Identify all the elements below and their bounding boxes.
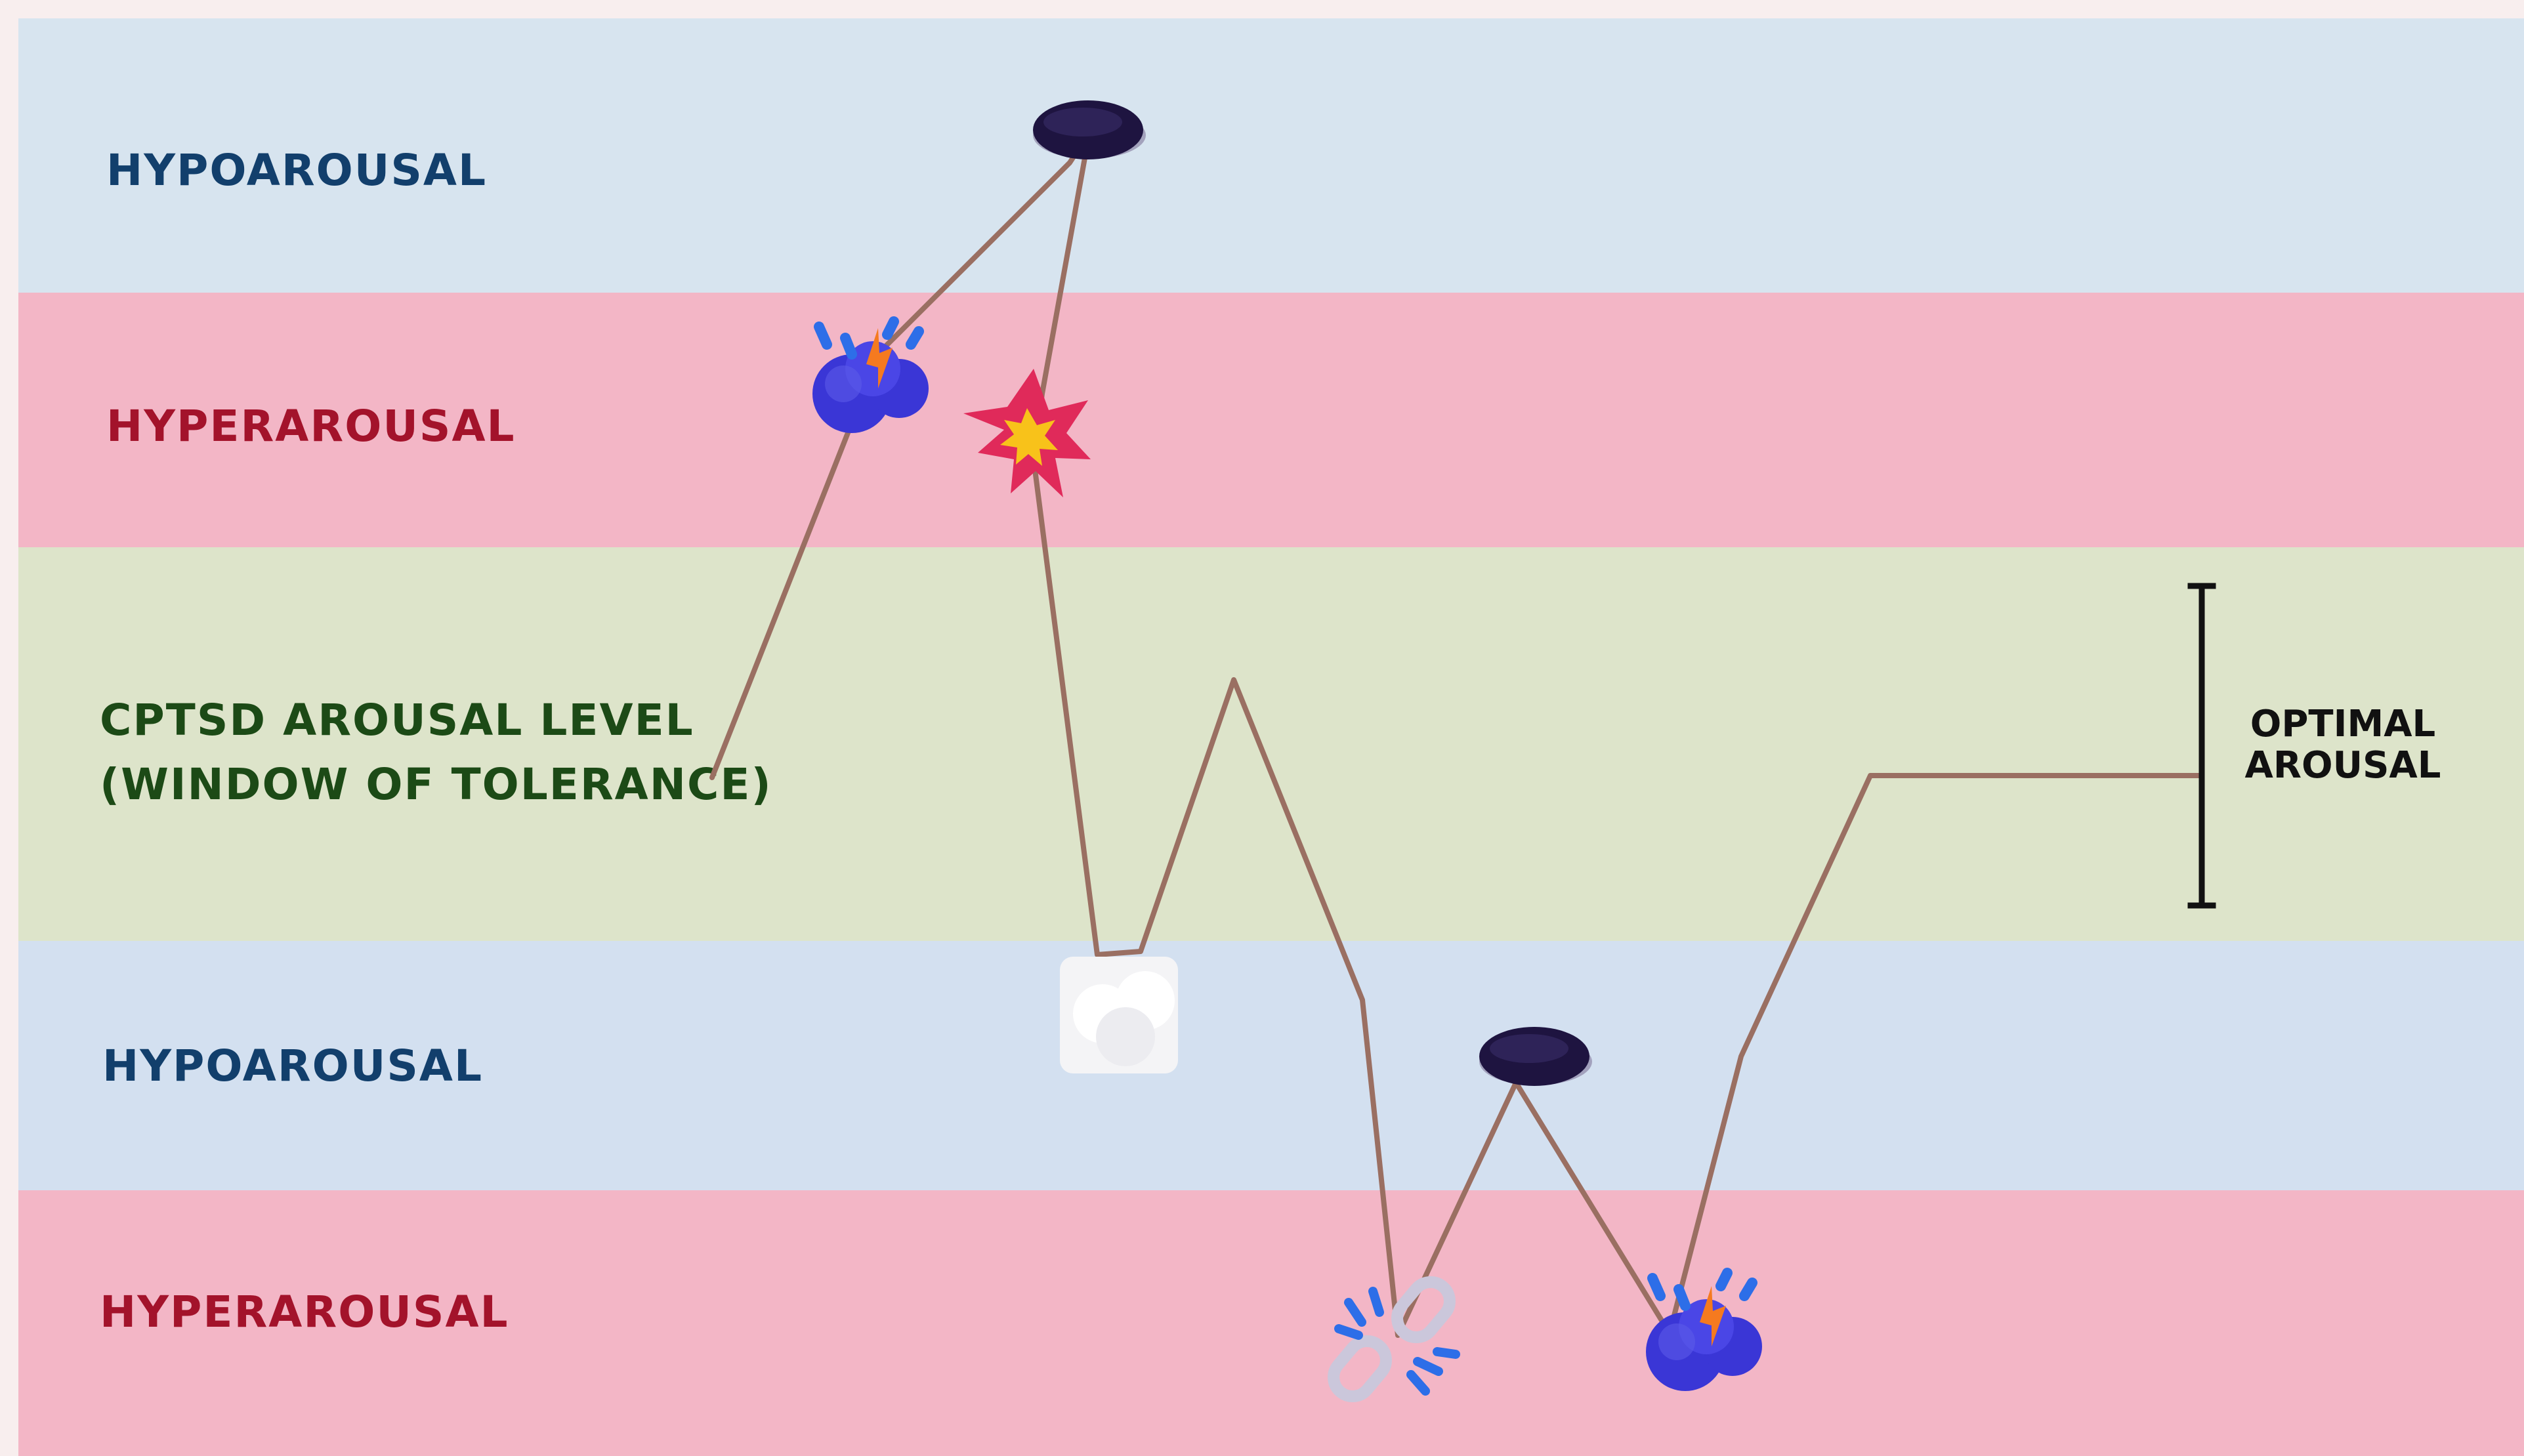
anger-symbol-icon	[812, 316, 929, 433]
arousal-trace-line	[709, 130, 2204, 1338]
band-hypoarousal-bottom	[18, 941, 2524, 1190]
optimal-arousal-bracket	[2187, 583, 2216, 909]
optimal-label-line1: OPTIMAL	[2250, 703, 2435, 745]
band-hyperarousal-bottom	[18, 1190, 2524, 1456]
band-hypoarousal-top	[18, 18, 2524, 293]
collision-icon	[963, 369, 1091, 497]
label-window-line1: CPTSD AROUSAL LEVEL	[100, 695, 694, 745]
label-hypoarousal-bottom: HYPOAROUSAL	[102, 1041, 483, 1091]
hole-icon	[1033, 100, 1146, 159]
broken-chain-icon	[1328, 1276, 1460, 1403]
label-hypoarousal-top: HYPOAROUSAL	[106, 145, 487, 196]
optimal-label-line2: AROUSAL	[2245, 744, 2441, 787]
band-window-of-tolerance	[18, 547, 2524, 941]
band-hyperarousal-top	[18, 293, 2524, 547]
anger-symbol-icon-bottom	[1646, 1268, 1762, 1391]
label-hyperarousal-bottom: HYPERAROUSAL	[100, 1287, 509, 1337]
label-window-line2: (WINDOW OF TOLERANCE)	[100, 759, 772, 810]
label-hyperarousal-top: HYPERAROUSAL	[106, 401, 516, 451]
cloud-icon	[1060, 957, 1178, 1073]
hole-icon-bottom	[1479, 1027, 1592, 1086]
